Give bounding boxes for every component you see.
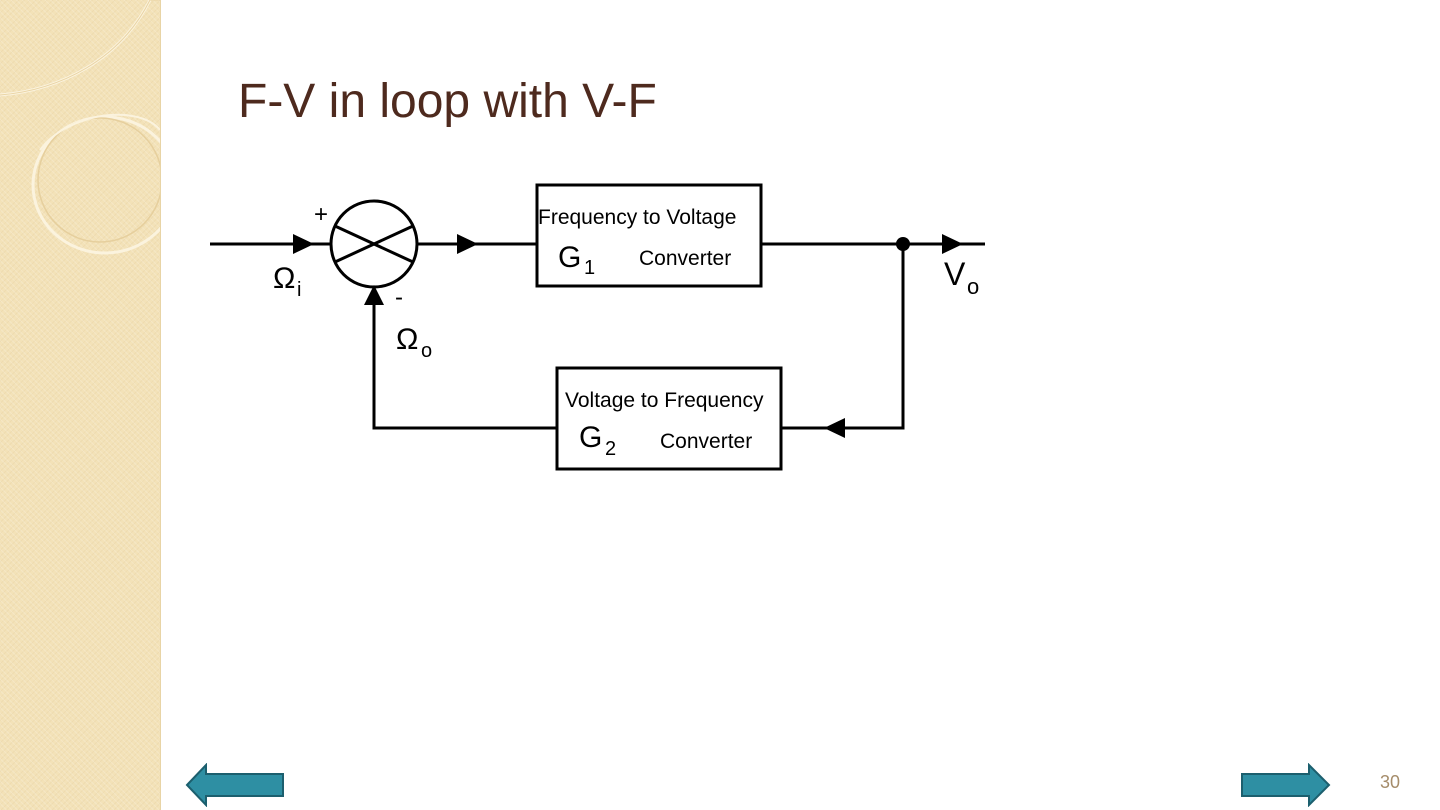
error-arrowhead [457,234,478,254]
minus-sign: - [395,284,403,311]
previous-slide-button[interactable] [185,763,287,807]
feedback-block-box [555,366,783,471]
side-panel-swirl-decoration [0,0,160,255]
feedback-block-title: Voltage to Frequency [565,389,764,412]
left-arrow-icon [185,763,284,807]
input-arrowhead [293,234,314,254]
feedback-block-gain-subscript: 2 [605,438,616,460]
plus-sign: + [314,201,328,228]
forward-block-box [535,183,763,288]
feedback-return-line [781,244,905,430]
right-arrow-icon [1241,763,1331,807]
output-signal-subscript: o [967,274,979,299]
feedback-block-gain-symbol: G [579,421,602,454]
slide-title: F-V in loop with V-F [238,75,657,128]
feedback-arrowhead [824,418,845,438]
feedback-signal-subscript: o [421,340,432,362]
output-arrowhead [942,234,963,254]
forward-block-title: Frequency to Voltage [538,206,736,229]
input-signal-symbol: Ω [273,262,295,295]
forward-block-gain-subscript: 1 [584,257,595,279]
feedback-block-label: Converter [660,430,752,453]
decorative-side-panel [0,0,161,810]
feedback-signal-line [372,287,557,430]
page-number: 30 [1380,772,1401,792]
next-slide-button[interactable] [1240,763,1332,807]
input-signal-subscript: i [297,279,301,301]
pickoff-point [896,237,910,251]
forward-block-gain-symbol: G [558,241,581,274]
summing-junction-cross-line [334,224,414,264]
feedback-signal-symbol: Ω [396,323,418,356]
forward-block-label: Converter [639,247,731,270]
output-signal-symbol: V [944,256,966,292]
feedback-input-arrowhead [364,285,384,305]
